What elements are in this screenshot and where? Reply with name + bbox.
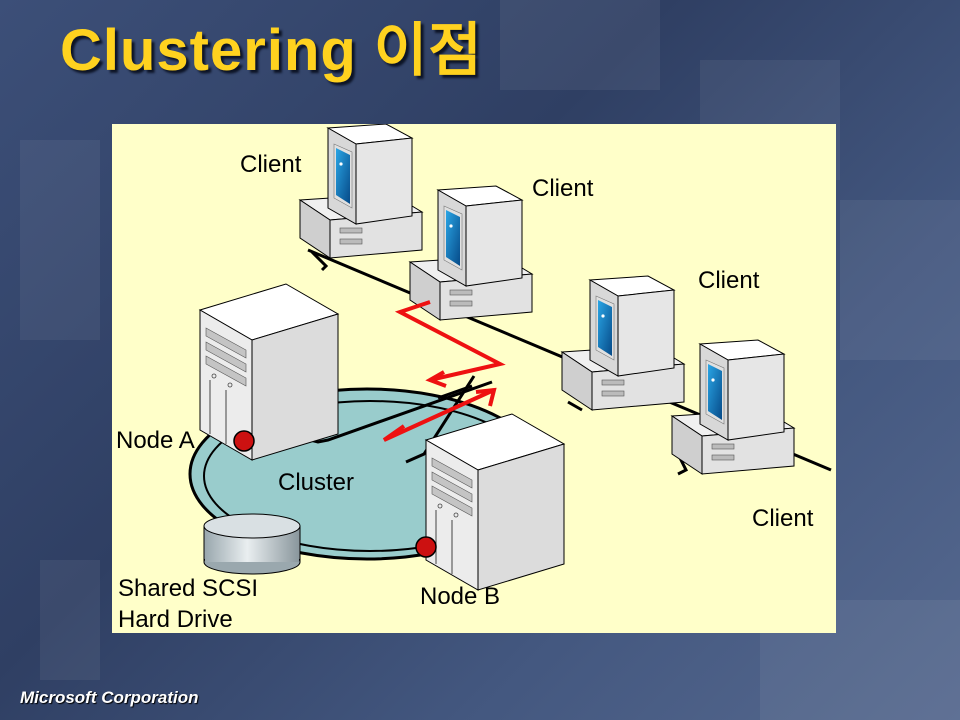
client-label: Client	[240, 151, 302, 178]
slide-title: Clustering 이점	[60, 18, 483, 83]
background-tile	[840, 200, 960, 360]
node-a-server	[199, 283, 339, 461]
client-label: Client	[698, 267, 760, 294]
footer-company: Microsoft Corporation	[20, 688, 199, 707]
network-link	[310, 250, 329, 272]
cluster-diagram: Client Client Client Client Node A Node …	[116, 124, 832, 633]
background-tile	[40, 560, 100, 680]
background-tile	[20, 140, 100, 340]
node-b-label: Node B	[420, 583, 500, 610]
client-label: Client	[752, 505, 814, 532]
failover-arrows	[382, 300, 506, 442]
client-computer	[299, 124, 423, 259]
node-a-dot	[233, 430, 255, 452]
network-link	[567, 400, 583, 412]
diagram-panel: Client Client Client Client Node A Node …	[112, 124, 836, 633]
storage-label-line1: Shared SCSI	[118, 575, 258, 602]
node-b-server	[425, 413, 565, 591]
heartbeat-link	[437, 384, 473, 400]
storage-label-line2: Hard Drive	[118, 606, 233, 633]
client-computer	[409, 185, 533, 321]
background-tile	[500, 0, 660, 90]
node-b-link	[405, 375, 476, 464]
client-computer	[561, 275, 685, 411]
cluster-label: Cluster	[278, 469, 354, 496]
node-b-dot	[415, 536, 437, 558]
client-computer	[671, 339, 795, 475]
client-label: Client	[532, 175, 594, 202]
shared-disk-icon	[203, 513, 301, 575]
node-a-label: Node A	[116, 427, 195, 454]
